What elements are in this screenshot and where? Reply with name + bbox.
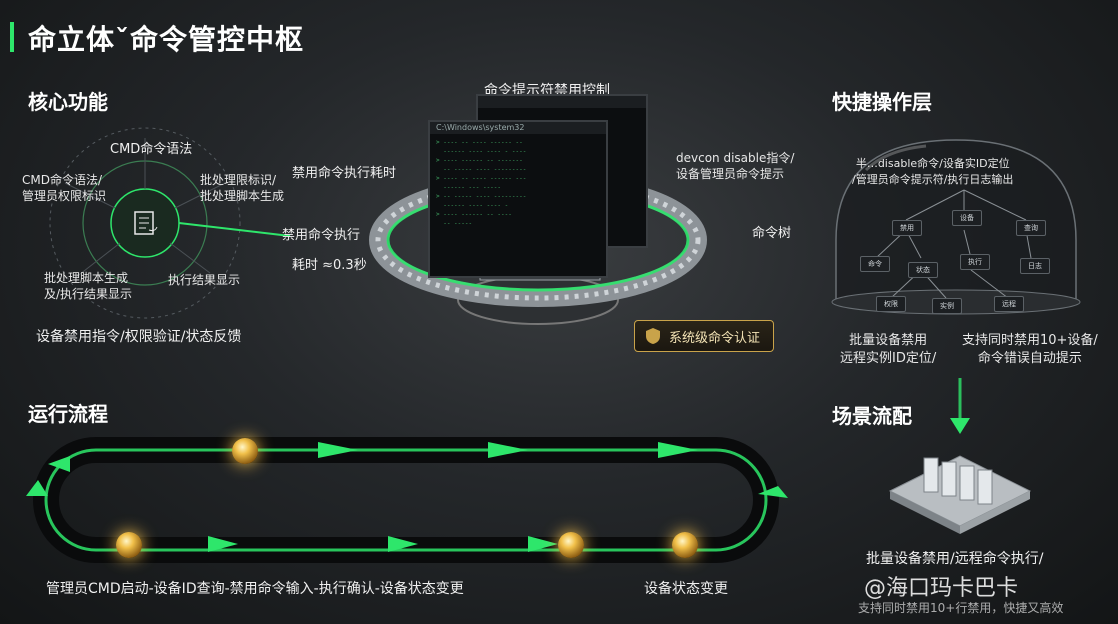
quick-heading: 快捷操作层	[832, 90, 932, 114]
flow-node-orb	[232, 438, 258, 464]
center-left-label-1: 禁用命令执行耗时	[292, 166, 397, 181]
tree-node: 远程	[994, 296, 1024, 312]
flow-steps-label: 管理员CMD启动-设备ID查询-禁用命令输入-执行确认-设备状态变更	[46, 581, 464, 597]
flow-arrow	[48, 456, 70, 472]
dome-caption: 半…disable命令/设备实ID定位 /管理员命令提示符/执行日志输出	[852, 157, 1014, 186]
flow-heading: 运行流程	[28, 402, 108, 426]
tree-node: 命令	[860, 256, 890, 272]
tree-node: 日志	[1020, 258, 1050, 274]
tree-node-root: 设备	[952, 210, 982, 226]
core-item-bottom-right: 执行结果显示	[168, 273, 241, 287]
scene-caption-1: 批量设备禁用/远程命令执行/	[866, 551, 1044, 567]
device-module	[888, 455, 1032, 534]
tree-node: 禁用	[892, 220, 922, 236]
flow-arrow	[388, 536, 418, 552]
flow-arrow	[658, 442, 698, 458]
core-item-left: CMD命令语法/ 管理员权限标识	[22, 173, 107, 203]
quick-left-caption: 批量设备禁用 远程实例ID定位/	[840, 333, 937, 366]
page-title: 命立体ˇ命令管控中枢	[28, 23, 305, 56]
tree-node: 权限	[876, 296, 906, 312]
flow-end-label: 设备状态变更	[644, 581, 728, 597]
watermark: @海口玛卡巴卡	[864, 576, 1019, 601]
core-heading: 核心功能	[28, 90, 108, 114]
tree-node: 状态	[908, 262, 938, 278]
badge-label: 系统级命令认证	[669, 330, 761, 346]
center-right-label-1: devcon disable指令/ 设备管理员命令提示	[676, 151, 795, 181]
flow-node-orb	[672, 532, 698, 558]
core-item-bottom-left: 批处理脚本生成 及/执行结果显示	[44, 271, 133, 301]
center-left-label-2: 禁用命令执行	[282, 228, 361, 243]
system-cert-badge: 系统级命令认证	[634, 320, 774, 352]
cmd-window-titlebar: C:\Windows\system32	[430, 122, 606, 134]
flow-arrow	[488, 442, 528, 458]
flow-node-orb	[558, 532, 584, 558]
flow-arrow	[528, 536, 558, 552]
shield-icon	[646, 328, 660, 344]
flow-track	[26, 437, 788, 563]
cmd-code-lines: > ---- -- ---- ------ -- ------ ---- ---…	[436, 139, 527, 227]
scene-heading: 场景流配	[832, 404, 912, 428]
tree-node: 实例	[932, 298, 962, 314]
tree-node: 执行	[960, 254, 990, 270]
flow-node-orb	[116, 532, 142, 558]
center-left-label-3: 耗时 ≈0.3秒	[292, 258, 367, 273]
flow-arrow	[318, 442, 358, 458]
flow-arrow	[758, 486, 788, 498]
core-footer: 设备禁用指令/权限验证/状态反馈	[36, 329, 242, 345]
flow-arrow	[26, 480, 48, 496]
title-accent-bar	[10, 22, 14, 52]
center-right-label-2: 命令树	[752, 226, 792, 241]
cmd-window: C:\Windows\system32 > ---- -- ---- -----…	[428, 120, 608, 278]
script-icon	[129, 208, 161, 240]
flow-arrow	[208, 536, 238, 552]
quick-right-caption: 支持同时禁用10+设备/ 命令错误自动提示	[962, 333, 1098, 366]
core-item-top: CMD命令语法	[110, 142, 193, 157]
tree-node: 查询	[1016, 220, 1046, 236]
back-screen-titlebar	[478, 96, 646, 108]
down-arrow-icon	[950, 378, 970, 434]
core-item-right: 批处理限标识/ 批处理脚本生成	[200, 173, 285, 203]
scene-caption-2: 支持同时禁用10+行禁用，快捷又高效	[858, 601, 1064, 615]
